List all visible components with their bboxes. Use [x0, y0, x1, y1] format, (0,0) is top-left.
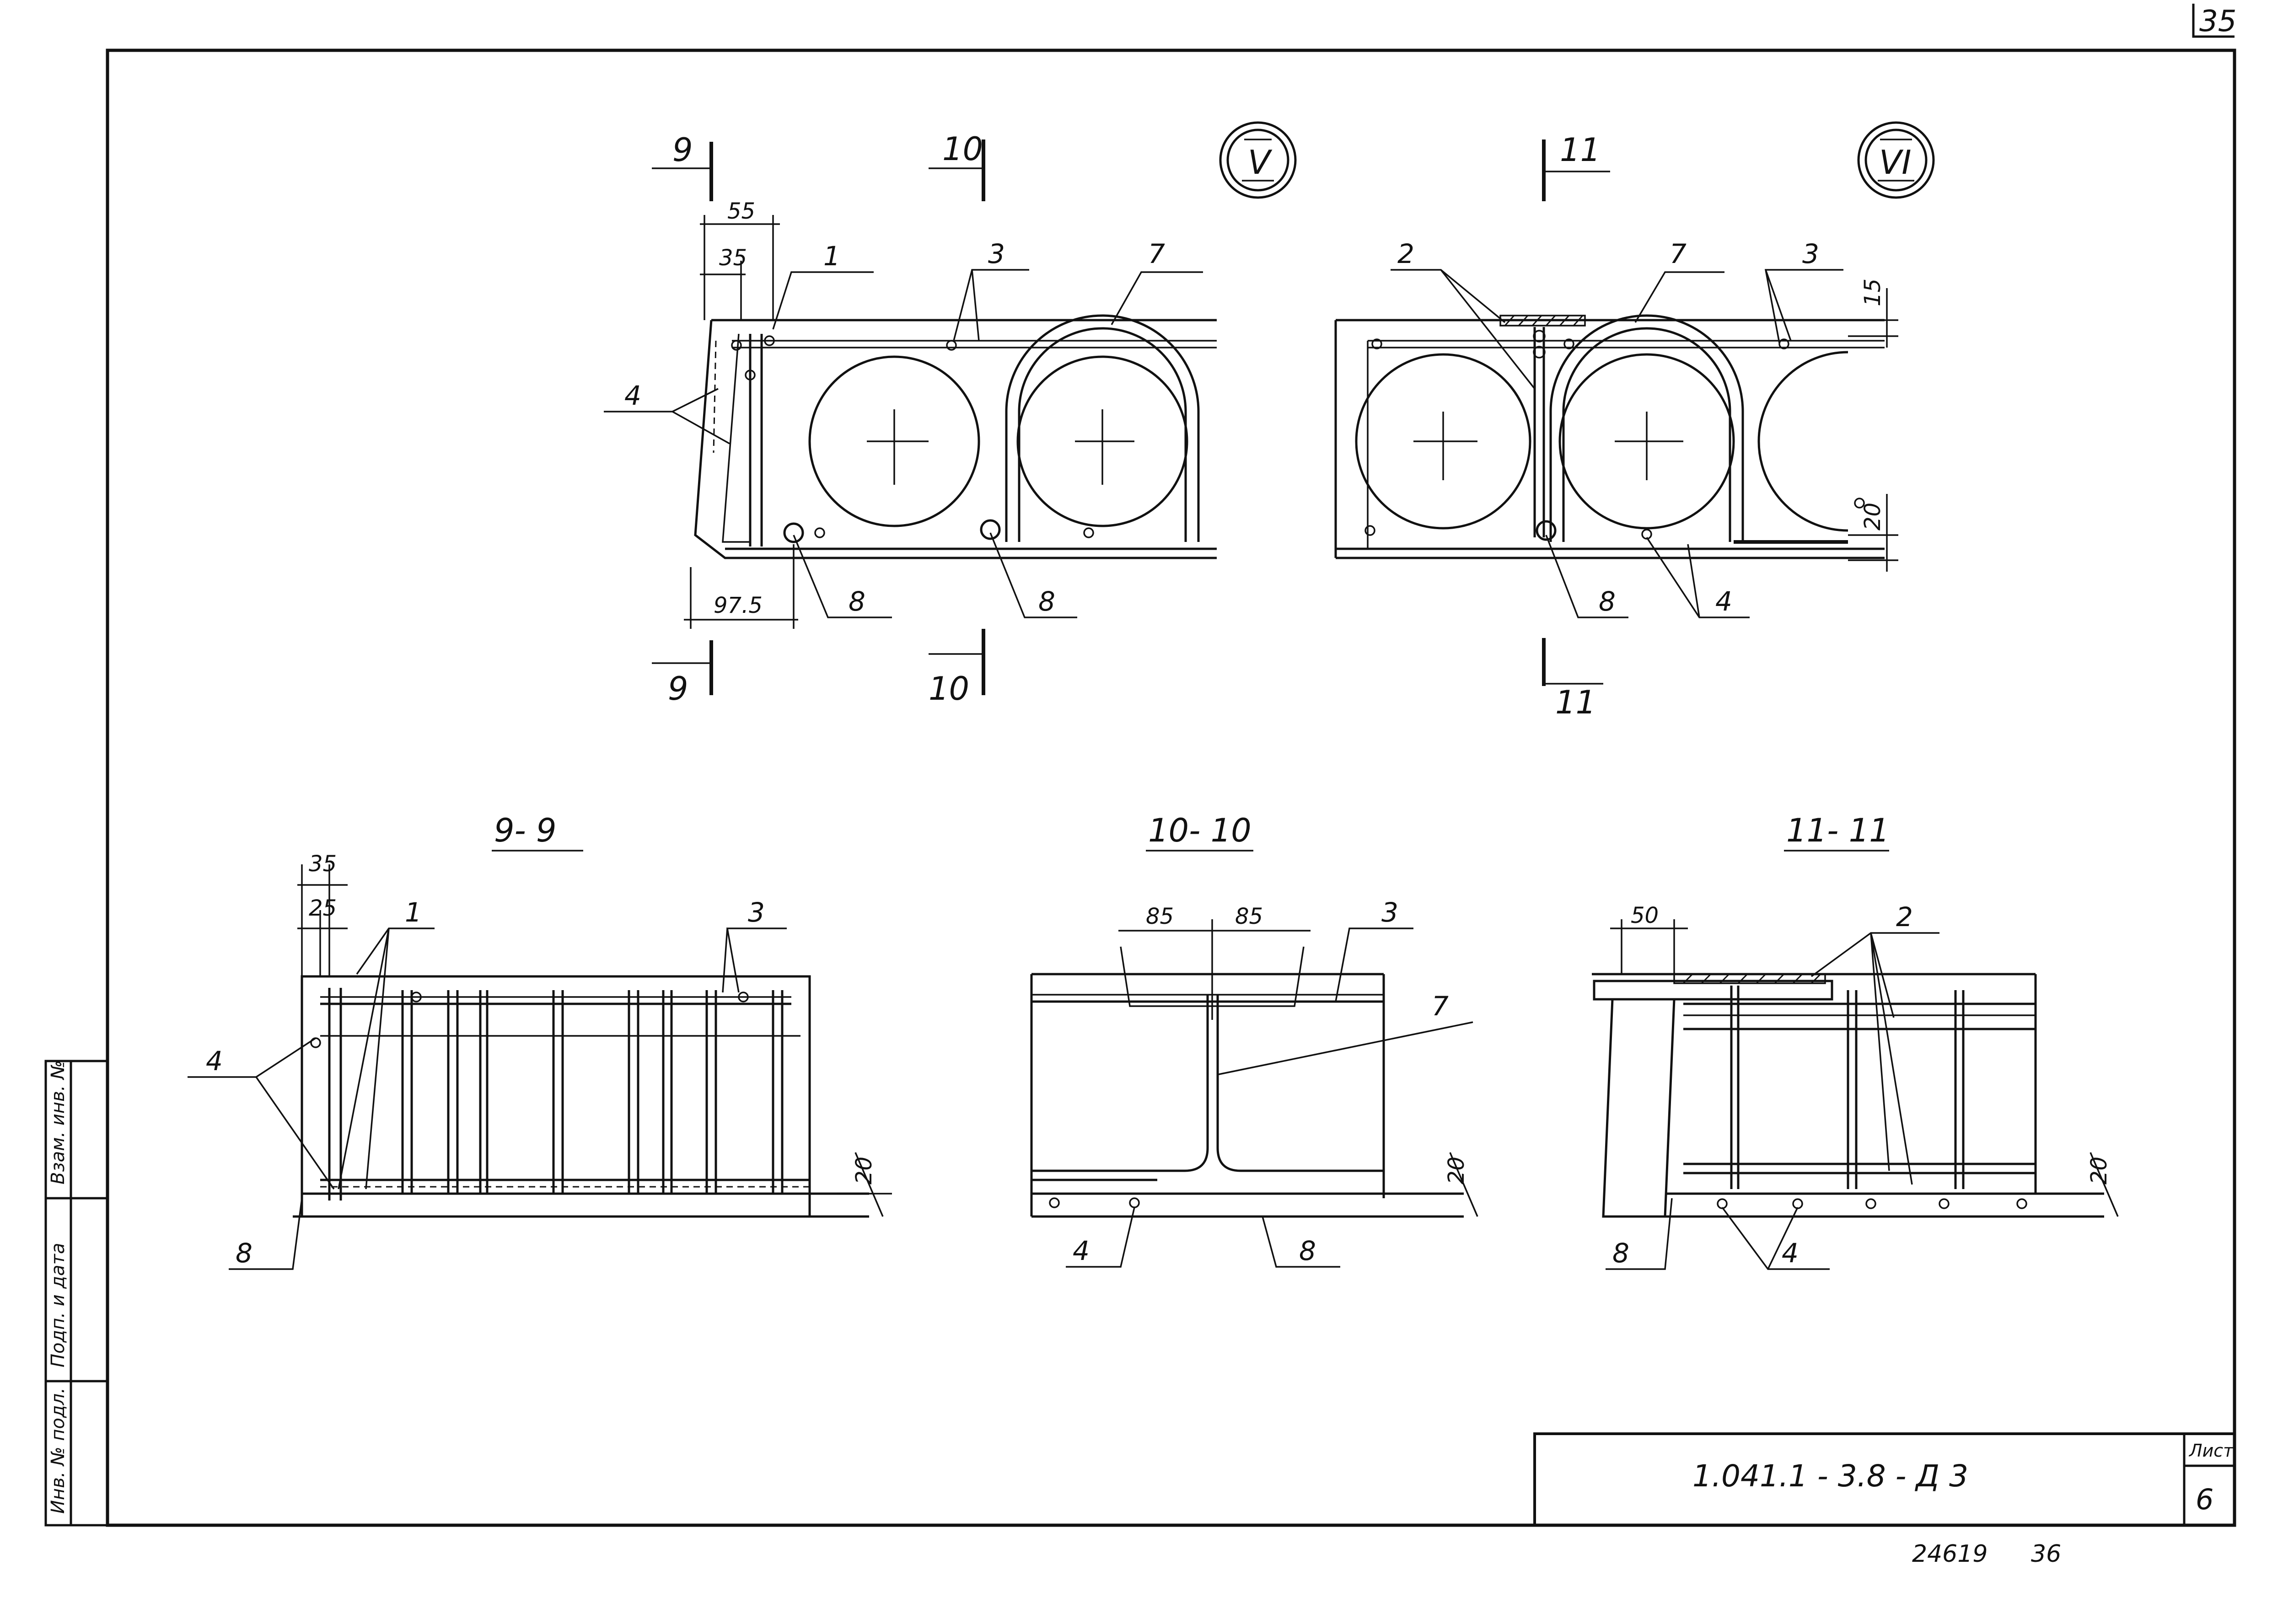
section-10-10: 10- 10 85 85 20 3 7 4 8	[1030, 812, 1478, 1268]
lifting-loop	[1005, 314, 1200, 542]
side-stamp: Инв. № подл. Подп. и дата Взам. инв. №	[44, 1060, 109, 1527]
callout-8-s10: 8	[1299, 1235, 1316, 1266]
sheet-number: 6	[2196, 1483, 2213, 1516]
page-corner-number: 35	[2199, 5, 2236, 38]
section-11-title: 11- 11	[1786, 812, 1890, 849]
section-9-title: 9- 9	[494, 812, 557, 849]
drawing-code: 1.041.1 - 3.8 - Д 3	[1692, 1458, 1968, 1494]
plan-view-right: 11 11 VI 15 20 2 7 3 8 4	[1334, 121, 1935, 721]
node-mark-vi: VI	[1879, 143, 1912, 182]
callout-4: 4	[624, 380, 641, 411]
sheet-label: Лист	[2188, 1441, 2234, 1461]
callout-4-right: 4	[1715, 586, 1732, 617]
void-circle	[1016, 355, 1188, 527]
callout-3-right: 3	[1802, 238, 1819, 269]
callout-4-s9: 4	[206, 1045, 223, 1077]
section-11-11: 11- 11 50	[1592, 812, 2119, 1270]
callout-3: 3	[988, 238, 1005, 269]
side-stamp-replace: Взам. инв. №	[48, 1060, 69, 1185]
callout-3-s9: 3	[748, 897, 765, 928]
cut-11-bottom: 11	[1555, 684, 1596, 721]
section-10-title: 10- 10	[1148, 812, 1252, 849]
dim-25-s9: 25	[309, 895, 337, 921]
cut-10-top: 10	[942, 130, 983, 168]
cut-10-bottom: 10	[929, 670, 969, 707]
dim-85-right: 85	[1235, 904, 1263, 929]
callout-8-right: 8	[1599, 586, 1616, 617]
dim-50-s11: 50	[1631, 903, 1659, 928]
void-circle	[808, 355, 980, 527]
callout-8a: 8	[849, 586, 865, 617]
callout-8b: 8	[1038, 586, 1055, 617]
cut-9-bottom: 9	[668, 670, 688, 707]
inventory-number: 24619	[1912, 1540, 1988, 1568]
sheet-frame: 35	[106, 4, 2236, 1527]
dim-20-top: 20	[1860, 503, 1885, 531]
dim-35: 35	[719, 245, 747, 271]
callout-8-s9: 8	[236, 1238, 252, 1269]
callout-1-s9: 1	[405, 897, 422, 928]
dim-20-s11: 20	[2086, 1157, 2112, 1185]
callout-2-s11: 2	[1896, 901, 1913, 933]
callout-7-right: 7	[1670, 238, 1687, 269]
node-mark-v: V	[1248, 143, 1273, 182]
plan-view-left: 55 35 97.5 9 9 10 10 V 1 3 7 4 8	[604, 121, 1297, 707]
side-stamp-inv: Инв. № подл.	[48, 1388, 69, 1514]
dim-85-left: 85	[1146, 904, 1174, 929]
side-stamp-sign: Подп. и дата	[48, 1243, 69, 1367]
cut-11-top: 11	[1560, 131, 1601, 169]
title-block: 1.041.1 - 3.8 - Д 3 Лист 6 24619 36	[1533, 1432, 2236, 1568]
callout-4-s10: 4	[1073, 1235, 1090, 1266]
dim-97-5: 97.5	[714, 593, 763, 618]
callout-8-s11: 8	[1612, 1238, 1629, 1269]
callout-3-s10: 3	[1381, 897, 1398, 928]
callout-2: 2	[1397, 238, 1414, 269]
dim-15: 15	[1860, 279, 1885, 306]
callout-4-s11: 4	[1782, 1238, 1799, 1269]
section-9-9: 9- 9	[188, 812, 892, 1270]
format-number: 36	[2031, 1540, 2061, 1568]
dim-55: 55	[727, 198, 755, 224]
callout-7: 7	[1148, 238, 1165, 269]
callout-7-s10: 7	[1432, 991, 1449, 1022]
dim-35-s9: 35	[309, 851, 337, 877]
cut-9-top: 9	[672, 131, 693, 169]
callout-1: 1	[823, 241, 840, 272]
dim-20-s9: 20	[851, 1157, 877, 1185]
dim-20-s10: 20	[1444, 1157, 1469, 1185]
